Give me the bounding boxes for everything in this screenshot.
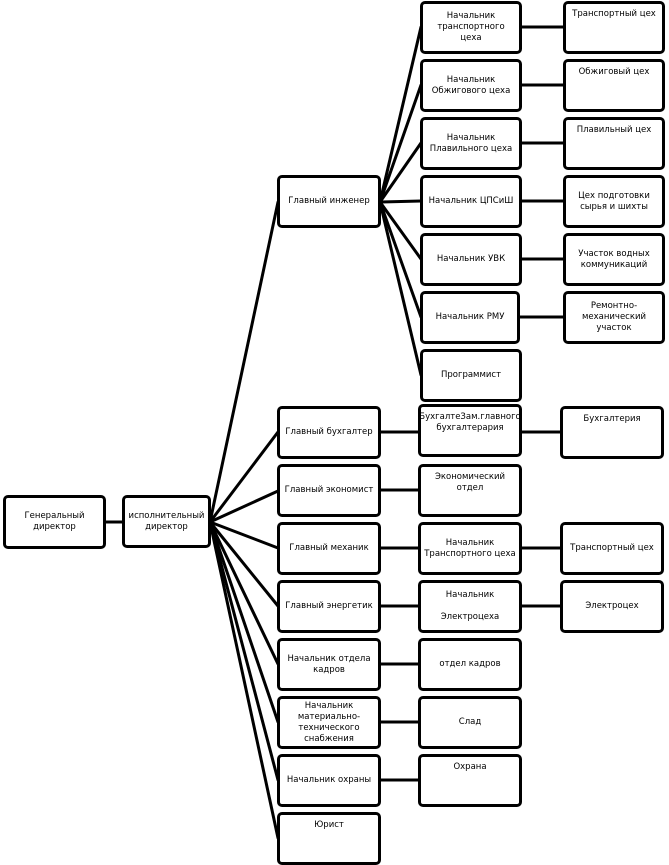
kiln-shop-box: Обжиговый цех — [563, 59, 665, 112]
accounting-box: Бухгалтерия — [560, 406, 664, 459]
lawyer-box: Юрист — [277, 812, 381, 865]
smelting-shop-box: Плавильный цех — [563, 117, 665, 170]
chief-economist-box: Главный экономист — [277, 464, 381, 517]
general-director-box: Генеральный директор — [3, 495, 106, 549]
security-box: Охрана — [418, 754, 522, 807]
chief-engineer-box: Главный инженер — [277, 175, 381, 228]
economic-dept-box: Экономический отдел — [418, 464, 522, 517]
head-uvk-box: Начальник УВК — [420, 233, 522, 286]
programmer-box: Программист — [420, 349, 522, 402]
transport-shop-2-box: Транспортный цех — [560, 522, 664, 575]
electro-shop-box: Электроцех — [560, 580, 664, 633]
head-supply-box: Начальник материально- технического снаб… — [277, 696, 381, 749]
head-tspsish-box: Начальник ЦПСиШ — [420, 175, 522, 228]
deputy-chief-accountant-box: БухгалтеЗам.главного бухгалтерария — [418, 404, 522, 457]
water-section-box: Участок водных коммуникаций — [563, 233, 665, 286]
head-smelting-shop-box: Начальник Плавильного цеха — [420, 117, 522, 170]
head-security-box: Начальник охраны — [277, 754, 381, 807]
hr-dept-box: отдел кадров — [418, 638, 522, 691]
chief-mechanic-box: Главный механик — [277, 522, 381, 575]
head-hr-box: Начальник отдела кадров — [277, 638, 381, 691]
raw-prep-shop-box: Цех подготовки сырья и шихты — [563, 175, 665, 228]
head-transport-shop-2-box: Начальник Транспортного цеха — [418, 522, 522, 575]
head-kiln-shop-box: Начальник Обжигового цеха — [420, 59, 522, 112]
warehouse-box: Слад — [418, 696, 522, 749]
head-transport-shop-box: Начальник транспортного цеха — [420, 1, 522, 54]
repair-section-box: Ремонтно- механический участок — [563, 291, 665, 344]
executive-director-box: исполнительный директор — [122, 495, 211, 548]
chief-power-engineer-box: Главный энергетик — [277, 580, 381, 633]
head-electro-shop-box: Начальник Электроцеха — [418, 580, 522, 633]
chief-accountant-box: Главный бухгалтер — [277, 406, 381, 459]
head-rmu-box: Начальник РМУ — [420, 291, 520, 344]
transport-shop-box: Транспортный цех — [563, 1, 665, 54]
